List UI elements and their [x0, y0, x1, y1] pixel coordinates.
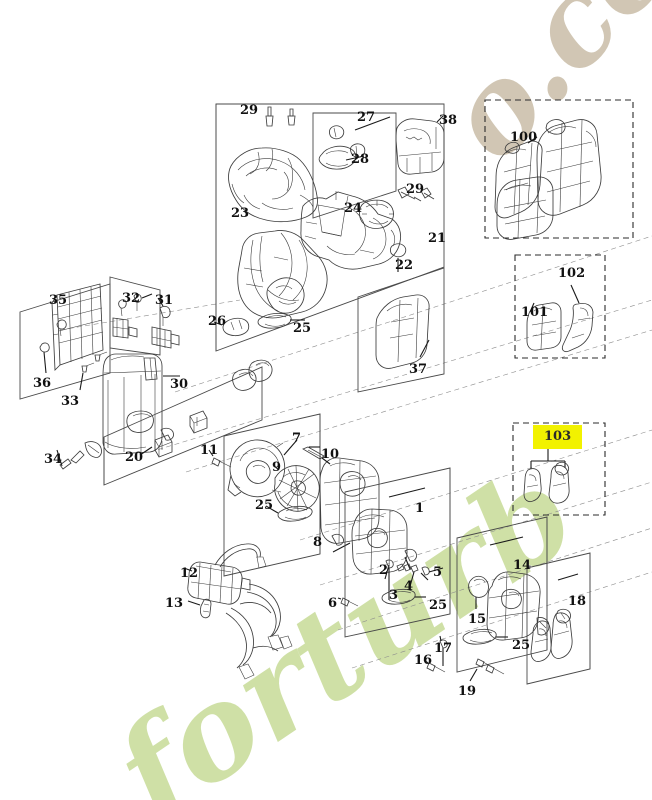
part-103-clamps: [523, 461, 570, 504]
part-9-impeller: [273, 465, 320, 512]
part-32-items: [112, 293, 153, 339]
callout-30: 30: [170, 377, 189, 392]
construction-axes: [59, 235, 652, 669]
callout-12: 12: [180, 566, 199, 581]
part-25-gasket-b: [265, 505, 313, 522]
part-100-lower-housing: [496, 176, 554, 240]
part-34-levers: [56, 441, 102, 470]
part-26-bracket: [213, 317, 250, 337]
wiring-harness: [214, 543, 293, 680]
part-6-fastener: [337, 597, 359, 607]
part-29-fasteners: [265, 106, 435, 202]
part-25-gasket-a: [257, 312, 305, 329]
part-30-barrel: [102, 353, 180, 455]
callout-4: 4: [404, 579, 414, 594]
part-27-28-group: [318, 116, 391, 170]
part-38-module: [395, 115, 445, 175]
callout-7: 7: [292, 431, 302, 446]
callout-11: 11: [200, 443, 219, 458]
callout-6: 6: [328, 596, 338, 611]
part-25-gasket-c: [381, 588, 426, 605]
part-100-housing-main: [536, 119, 602, 216]
part-24-oval-cover: [359, 199, 394, 229]
callout-32: 32: [122, 291, 141, 306]
callout-101: 101: [521, 305, 549, 320]
callout-13: 13: [165, 596, 184, 611]
part-2-compressor: [351, 508, 417, 580]
callout-5: 5: [433, 565, 443, 580]
part-18-clamps: [530, 608, 573, 662]
part-13-connector: [187, 598, 212, 619]
callout-15: 15: [468, 612, 487, 627]
pane-upper-main: [215, 103, 445, 352]
callout-34: 34: [44, 452, 63, 467]
callout-25: 25: [512, 638, 531, 653]
dashed-box-100: [484, 99, 634, 240]
part-23-housing: [228, 147, 318, 223]
part-101-shield: [526, 302, 562, 351]
callout-25: 25: [293, 321, 312, 336]
callout-29: 29: [240, 103, 259, 118]
part-37-group: [357, 267, 445, 393]
callout-35: 35: [49, 293, 68, 308]
callout-33: 33: [61, 394, 80, 409]
callout-38: 38: [439, 113, 458, 128]
pane-31-32: [109, 276, 161, 356]
part-20-blocks: [139, 410, 208, 458]
callout-17: 17: [434, 641, 453, 656]
part-8-motor-body: [319, 457, 380, 553]
dashed-box-101-102: [514, 254, 606, 359]
callout-14: 14: [513, 558, 532, 573]
callout-16: 16: [414, 653, 433, 668]
part-25-gasket-d: [462, 628, 508, 645]
pane-20: [103, 366, 263, 486]
part-15-oring: [468, 575, 489, 609]
callout-102: 102: [558, 266, 586, 281]
callout-3: 3: [389, 588, 399, 603]
callout-19: 19: [458, 684, 477, 699]
callout-103[interactable]: 103: [533, 425, 583, 449]
callout-100: 100: [510, 130, 538, 145]
part-main-lower-housing: [237, 230, 328, 319]
part-16-17-19-fasteners: [423, 635, 505, 682]
callout-23: 23: [231, 206, 250, 221]
pane-1: [344, 467, 451, 638]
part-102-curved-plate: [561, 284, 594, 353]
part-14-turbine: [486, 571, 550, 641]
callout-31: 31: [155, 293, 174, 308]
callout-26: 26: [208, 314, 227, 329]
part-7-fan-cover: [227, 439, 298, 498]
callout-2: 2: [379, 563, 389, 578]
callout-28: 28: [351, 152, 370, 167]
callout-36: 36: [33, 376, 52, 391]
callout-20: 20: [125, 450, 144, 465]
callout-1: 1: [415, 501, 425, 516]
callout-8: 8: [313, 535, 323, 550]
part-11-items: [208, 359, 273, 468]
callout-9: 9: [272, 460, 282, 475]
callout-18: 18: [568, 594, 587, 609]
part-36-fasteners: [39, 319, 67, 374]
part-10-shaft: [302, 446, 331, 465]
part-22-ring: [389, 243, 407, 272]
part-31-items: [151, 297, 180, 349]
callout-25: 25: [255, 498, 274, 513]
callout-22: 22: [395, 258, 414, 273]
pane-14: [456, 516, 548, 673]
part-3-4-5-pins: [385, 559, 444, 600]
pane-7-10: [223, 413, 321, 577]
callout-29: 29: [406, 182, 425, 197]
part-33-fasteners: [79, 351, 108, 391]
part-35-grille: [51, 283, 104, 371]
callout-25: 25: [429, 598, 448, 613]
callout-37: 37: [409, 362, 428, 377]
part-central-crankcase: [300, 191, 402, 270]
callout-27: 27: [357, 110, 376, 125]
callout-21: 21: [428, 231, 447, 246]
callout-10: 10: [321, 447, 340, 462]
part-12-sensor-block: [183, 561, 251, 605]
pane-18: [526, 552, 591, 685]
callout-24: 24: [344, 201, 363, 216]
